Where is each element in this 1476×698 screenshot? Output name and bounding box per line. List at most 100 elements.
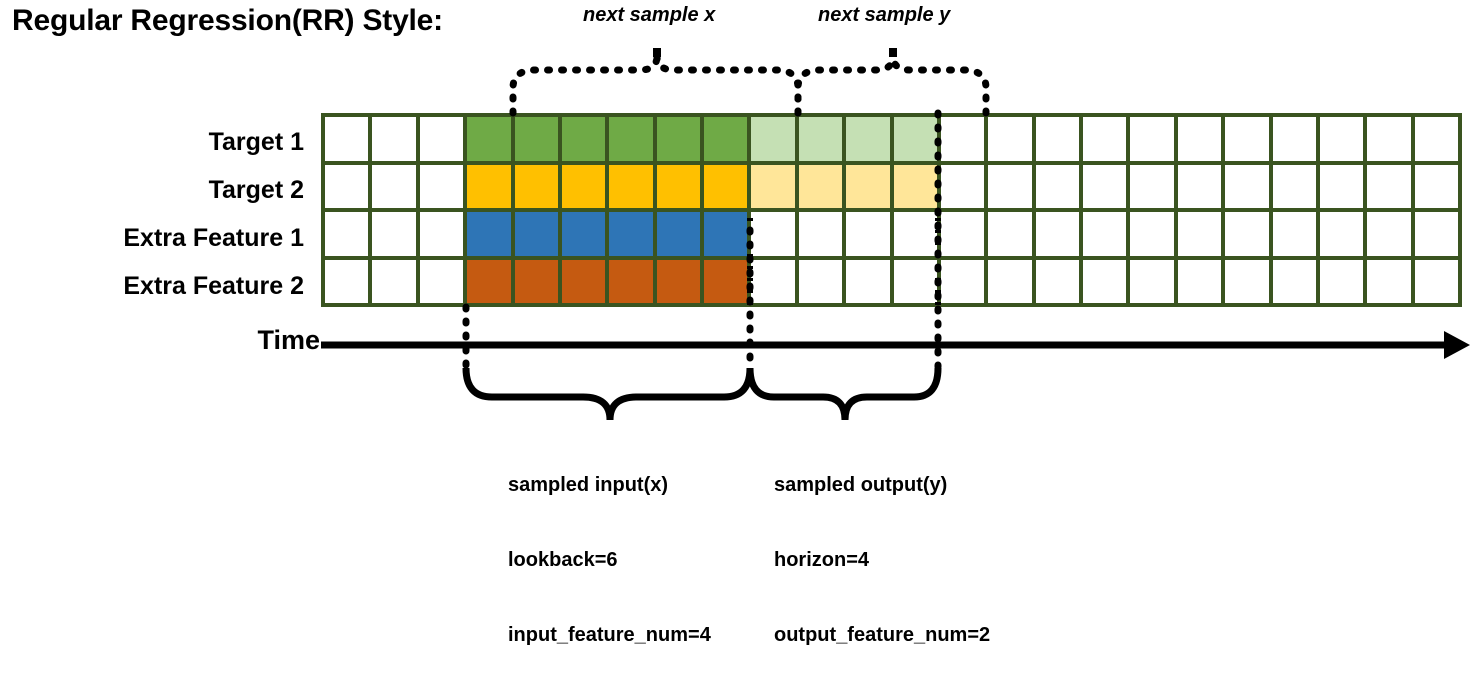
grid-cell-input (467, 164, 511, 208)
next-sample-y-brace-tip (889, 48, 897, 57)
grid-cell-empty (1035, 117, 1079, 161)
grid-cell-empty (1367, 212, 1411, 256)
sampled-output-line2: horizon=4 (774, 549, 870, 571)
grid-cell-empty (419, 117, 464, 161)
grid-cell-empty (1177, 164, 1222, 208)
grid-cell-input (561, 212, 606, 256)
sampled-input-caption: sampled input(x) lookback=6 input_featur… (508, 423, 711, 698)
grid-cell-empty (325, 212, 369, 256)
grid-cell-empty (372, 117, 416, 161)
grid-cell-input (514, 117, 558, 161)
next-sample-y-label: next sample y (818, 4, 951, 26)
grid-cell-empty (1130, 117, 1174, 161)
grid-cell-empty (1083, 117, 1127, 161)
grid-cell-empty (1414, 117, 1458, 161)
grid-cell-empty (1130, 164, 1174, 208)
grid-cell-empty (1083, 212, 1127, 256)
grid-cell-output (846, 164, 890, 208)
sampled-output-caption: sampled output(y) horizon=4 output_featu… (774, 423, 990, 698)
next-sample-x-brace (509, 52, 802, 117)
next-sample-x-label: next sample x (583, 4, 716, 26)
grid-cell-empty (325, 259, 369, 303)
grid-cell-empty (940, 164, 985, 208)
timeseries-grid (321, 113, 1462, 307)
row-label-target-1: Target 1 (208, 128, 304, 156)
next-sample-y-brace (794, 52, 990, 117)
grid-cell-empty (1130, 212, 1174, 256)
sampled-output-line3: output_feature_num=2 (774, 624, 991, 646)
grid-cell-empty (1177, 117, 1222, 161)
grid-cell-empty (988, 117, 1032, 161)
sampled-input-line3: input_feature_num=4 (508, 624, 711, 646)
grid-cell-empty (1083, 259, 1127, 303)
grid-cell-input (609, 212, 653, 256)
grid-cell-input (561, 117, 606, 161)
grid-cell-empty (1225, 259, 1269, 303)
sampled-input-line2: lookback=6 (508, 549, 618, 571)
grid-cell-input (656, 259, 700, 303)
grid-cell-empty (988, 164, 1032, 208)
grid-cell-empty (372, 164, 416, 208)
grid-cell-empty (372, 212, 416, 256)
grid-cell-input (514, 164, 558, 208)
grid-cell-input (467, 117, 511, 161)
grid-cell-empty (325, 164, 369, 208)
grid-cell-input (704, 117, 748, 161)
grid-cell-input (656, 212, 700, 256)
grid-cell-output (893, 117, 937, 161)
grid-cell-empty (893, 259, 937, 303)
grid-cell-input (704, 164, 748, 208)
grid-cell-output (751, 117, 795, 161)
grid-cell-empty (940, 117, 985, 161)
grid-cell-empty (1035, 259, 1079, 303)
grid-cell-empty (1272, 117, 1316, 161)
grid-cell-input (467, 259, 511, 303)
sampled-input-brace (462, 367, 754, 421)
next-sample-x-brace-tip (653, 48, 661, 57)
grid-cell-input (704, 259, 748, 303)
row-label-target-2: Target 2 (208, 176, 304, 204)
grid-cell-empty (1225, 117, 1269, 161)
grid-cell-empty (1225, 212, 1269, 256)
row-label-extra-feature-1: Extra Feature 1 (123, 224, 304, 252)
grid-cell-empty (988, 212, 1032, 256)
grid-cell-empty (846, 212, 890, 256)
sampled-output-line1: sampled output(y) (774, 474, 948, 496)
grid-cell-input (561, 259, 606, 303)
grid-cell-input (514, 259, 558, 303)
sampled-output-brace (746, 367, 942, 421)
grid-cell-empty (1225, 164, 1269, 208)
row-label-column: Target 1 Target 2 Extra Feature 1 Extra … (0, 118, 312, 310)
grid-cell-empty (1272, 212, 1316, 256)
grid-cell-empty (798, 212, 843, 256)
grid-cell-input (656, 164, 700, 208)
grid-cell-empty (1272, 259, 1316, 303)
grid-cell-empty (940, 259, 985, 303)
grid-cell-empty (419, 259, 464, 303)
grid-cell-empty (419, 164, 464, 208)
time-arrow-icon (321, 331, 1470, 359)
sampled-input-line1: sampled input(x) (508, 474, 669, 496)
grid-cell-empty (372, 259, 416, 303)
grid-cell-empty (1177, 259, 1222, 303)
row-label-extra-feature-2: Extra Feature 2 (123, 272, 304, 300)
grid-cell-empty (1177, 212, 1222, 256)
grid-cell-empty (1083, 164, 1127, 208)
grid-cell-empty (798, 259, 843, 303)
grid-cell-empty (419, 212, 464, 256)
grid-cell-output (798, 164, 843, 208)
grid-cell-empty (1367, 164, 1411, 208)
grid-cell-input (704, 212, 748, 256)
grid-cell-empty (1272, 164, 1316, 208)
grid-cell-empty (1367, 259, 1411, 303)
grid-cell-input (514, 212, 558, 256)
grid-cell-empty (1414, 212, 1458, 256)
time-axis-label: Time (257, 325, 320, 355)
page-title: Regular Regression(RR) Style: (12, 4, 443, 37)
grid-cell-input (609, 117, 653, 161)
grid-cell-empty (1035, 212, 1079, 256)
grid-cell-input (609, 164, 653, 208)
grid-cell-input (561, 164, 606, 208)
grid-cell-input (656, 117, 700, 161)
grid-cell-output (798, 117, 843, 161)
